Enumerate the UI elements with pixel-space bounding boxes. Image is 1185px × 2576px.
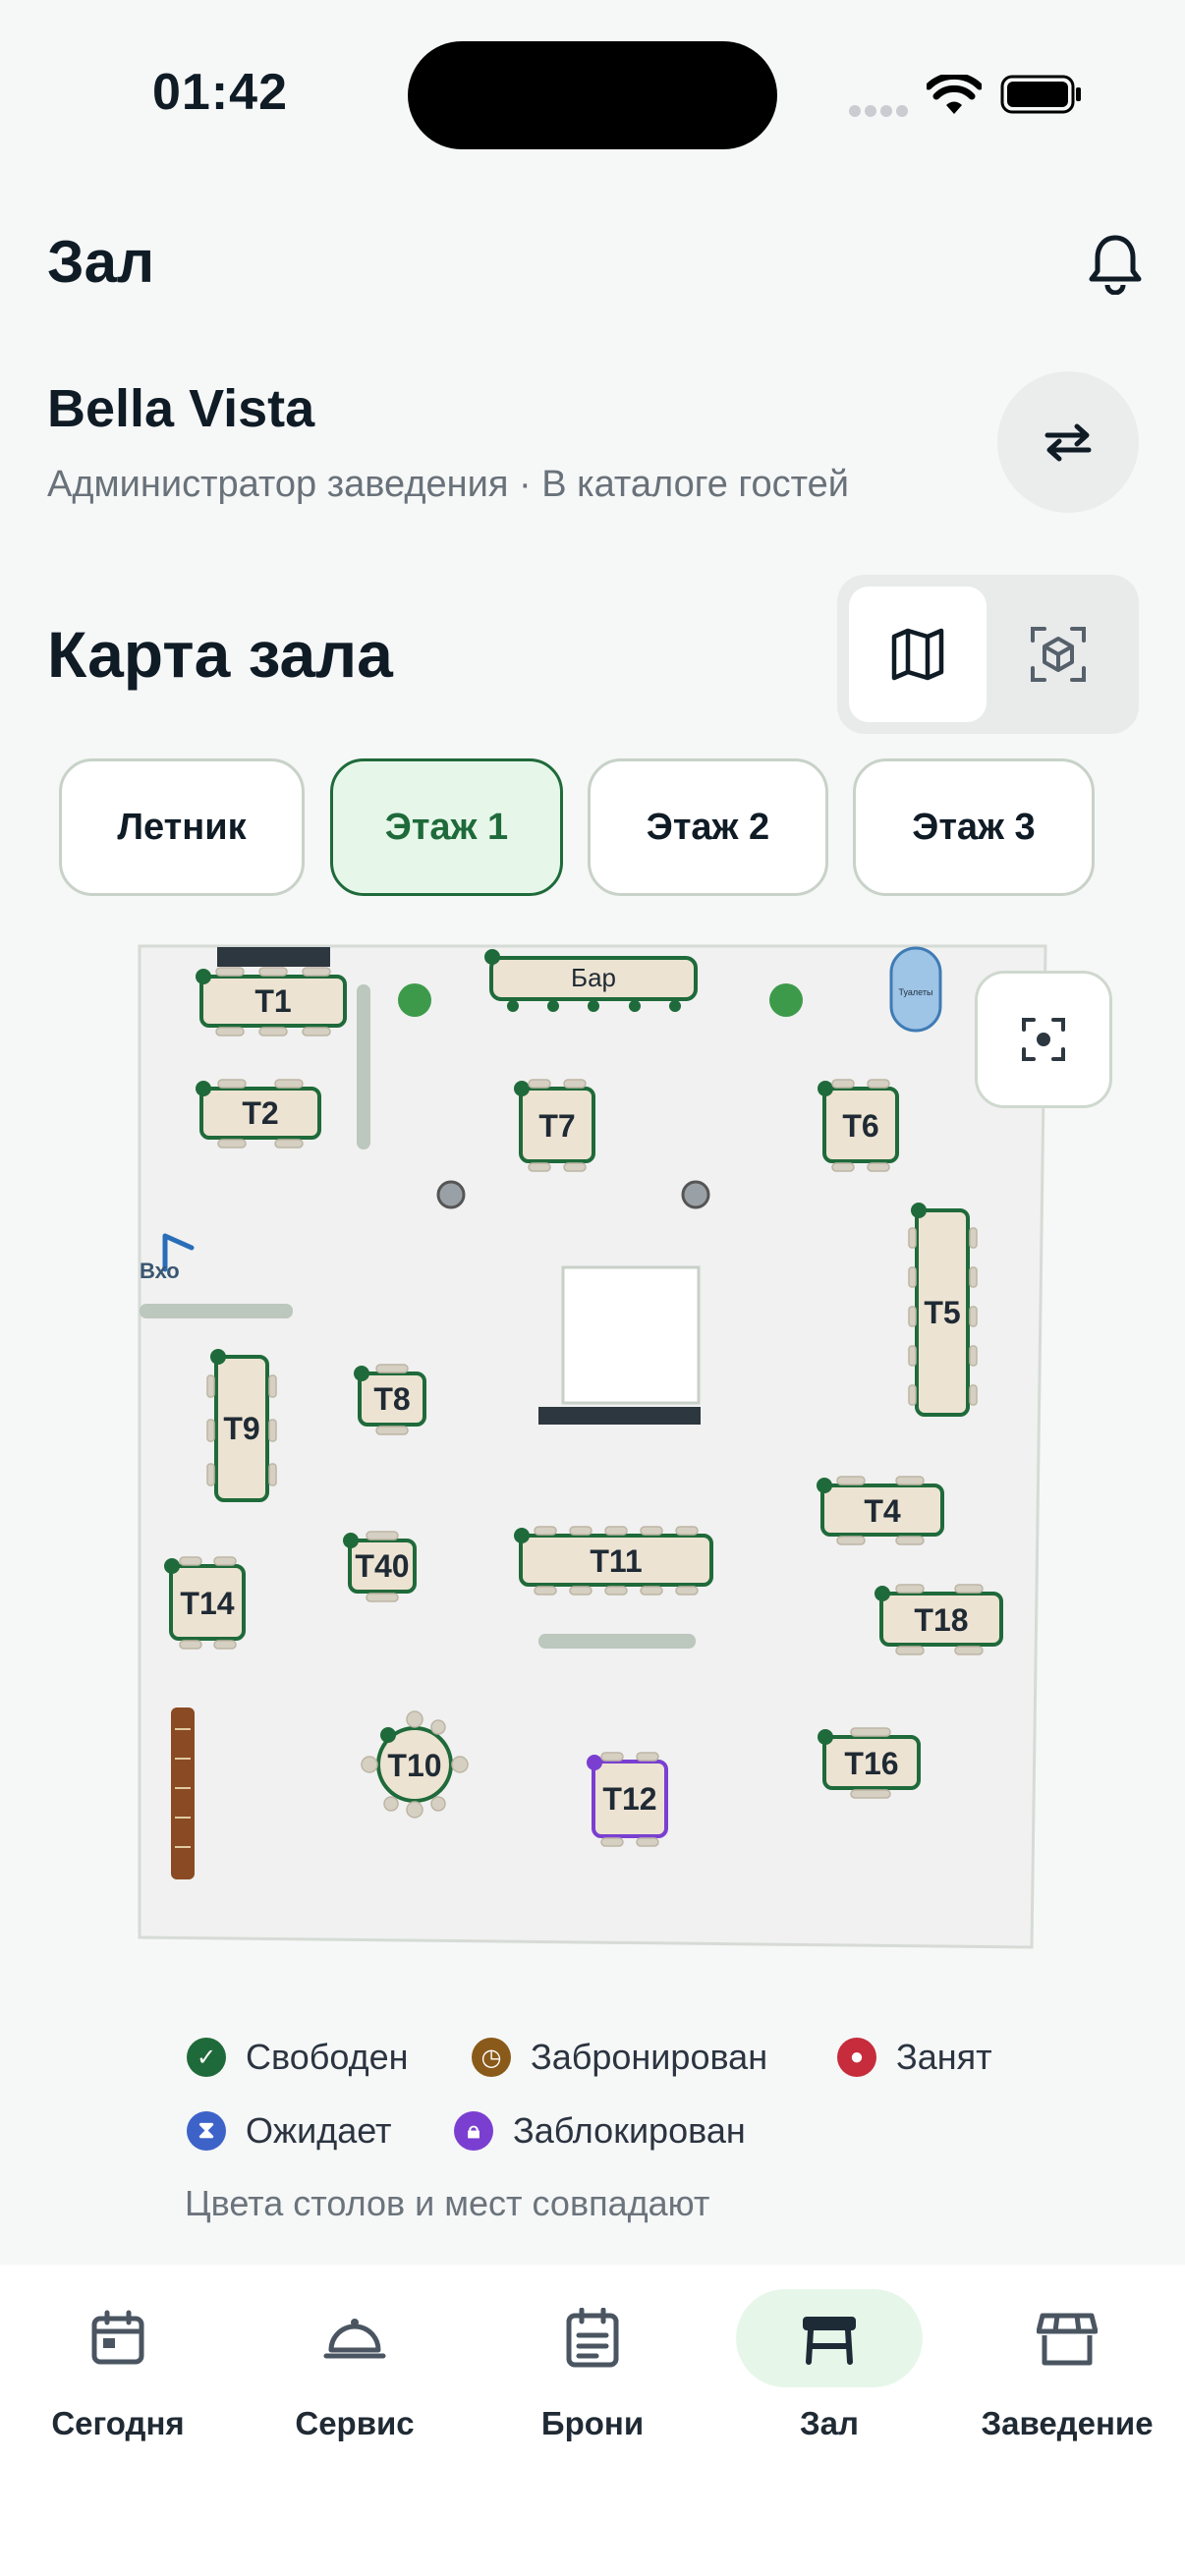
bell-icon[interactable]	[1086, 232, 1145, 296]
venue-name: Bella Vista	[47, 379, 315, 438]
svg-text:T10: T10	[387, 1748, 441, 1783]
svg-text:T1: T1	[254, 983, 291, 1019]
map-icon	[891, 628, 944, 681]
legend-waiting: ⧗ Ожидает	[187, 2110, 392, 2152]
svg-text:T4: T4	[864, 1493, 901, 1529]
focus-icon	[1022, 1018, 1065, 1061]
table-t40[interactable]: T40	[343, 1533, 417, 1594]
plant-icon	[769, 983, 803, 1017]
table-t12[interactable]: T12	[587, 1755, 668, 1838]
switch-venue-button[interactable]	[997, 371, 1139, 513]
dynamic-island	[408, 41, 777, 149]
legend-occupied: ● Занят	[837, 2037, 992, 2078]
table-t11[interactable]: T11	[514, 1528, 713, 1587]
floor-map: Туалеты Вхо Бар T1 T2 T7 T6 T5 T9 T8	[0, 933, 1185, 1965]
table-t7[interactable]: T7	[514, 1081, 595, 1163]
plant-icon	[398, 983, 431, 1017]
toilet-label: Туалеты	[899, 987, 933, 997]
bookshelf	[171, 1708, 195, 1879]
clock-icon: ◷	[472, 2038, 511, 2077]
bar-label: Бар	[571, 963, 616, 992]
tab-venue[interactable]: Заведение	[954, 2289, 1180, 2442]
swap-icon	[1044, 423, 1092, 462]
center-map-button[interactable]	[975, 971, 1112, 1108]
legend-free: ✓ Свободен	[187, 2037, 409, 2078]
table-t16[interactable]: T16	[818, 1729, 921, 1790]
column-block	[561, 1265, 701, 1405]
table-t6[interactable]: T6	[818, 1081, 899, 1163]
tab-bookings[interactable]: Брони	[480, 2289, 705, 2442]
person-icon: ●	[837, 2038, 876, 2077]
booking-icon	[499, 2289, 686, 2387]
table-t18[interactable]: T18	[875, 1586, 1003, 1647]
floor-tab-1[interactable]: Этаж 1	[330, 758, 563, 896]
hourglass-icon: ⧗	[187, 2111, 226, 2151]
tab-service[interactable]: Сервис	[242, 2289, 468, 2442]
svg-text:T14: T14	[180, 1586, 234, 1621]
cloche-icon	[261, 2289, 448, 2387]
svg-text:T12: T12	[602, 1781, 656, 1817]
map-view-button[interactable]	[849, 587, 987, 722]
cube-scan-icon	[1031, 627, 1086, 682]
legend-note: Цвета столов и мест совпадают	[185, 2183, 710, 2223]
partition	[538, 1634, 696, 1649]
lock-icon: 🔒︎	[454, 2111, 493, 2151]
entrance-label: Вхо	[140, 1259, 180, 1283]
floor-tab-3[interactable]: Этаж 3	[853, 758, 1095, 896]
battery-icon	[1000, 75, 1083, 119]
table-t10[interactable]: T10	[376, 1726, 453, 1803]
svg-text:T9: T9	[223, 1411, 259, 1446]
signal-icon	[847, 102, 908, 125]
bar-counter	[489, 956, 698, 1001]
tab-today[interactable]: Сегодня	[5, 2289, 231, 2442]
svg-text:T40: T40	[355, 1548, 409, 1584]
svg-text:T7: T7	[538, 1108, 575, 1144]
svg-text:T8: T8	[373, 1381, 410, 1417]
table-t8[interactable]: T8	[354, 1366, 426, 1427]
floor-tab-letnik[interactable]: Летник	[59, 758, 305, 896]
calendar-icon	[25, 2289, 211, 2387]
table-t9[interactable]: T9	[210, 1349, 269, 1502]
floor-tab-2[interactable]: Этаж 2	[588, 758, 828, 896]
section-title: Карта зала	[47, 618, 393, 691]
table-t4[interactable]: T4	[817, 1478, 944, 1537]
table-t1[interactable]: T1	[196, 969, 347, 1028]
legend-reserved: ◷ Забронирован	[472, 2037, 767, 2078]
table-t14[interactable]: T14	[164, 1558, 246, 1641]
svg-text:T11: T11	[590, 1543, 642, 1579]
svg-text:T5: T5	[924, 1295, 960, 1330]
partition	[140, 1304, 293, 1318]
legend-blocked: 🔒︎ Заблокирован	[454, 2110, 746, 2152]
svg-text:T2: T2	[242, 1095, 278, 1131]
venue-subtitle: Администратор заведения · В каталоге гос…	[47, 464, 849, 505]
wall-segment	[538, 1407, 701, 1425]
status-time: 01:42	[152, 64, 288, 121]
svg-text:T6: T6	[842, 1108, 878, 1144]
tab-hall[interactable]: Зал	[716, 2289, 942, 2442]
table-icon	[736, 2289, 923, 2387]
table-t2[interactable]: T2	[196, 1081, 321, 1140]
partition	[357, 984, 370, 1149]
toilet-zone	[889, 946, 942, 1033]
svg-text:T16: T16	[844, 1746, 898, 1781]
table-t5[interactable]: T5	[911, 1203, 970, 1417]
view-toggle	[837, 575, 1139, 734]
page-title: Зал	[47, 229, 155, 295]
svg-text:T18: T18	[914, 1602, 968, 1638]
check-icon: ✓	[187, 2038, 226, 2077]
3d-view-button[interactable]	[989, 587, 1127, 722]
chairs	[179, 967, 984, 1847]
wifi-icon	[925, 72, 984, 121]
store-icon	[974, 2289, 1160, 2387]
wall-segment	[217, 947, 330, 967]
